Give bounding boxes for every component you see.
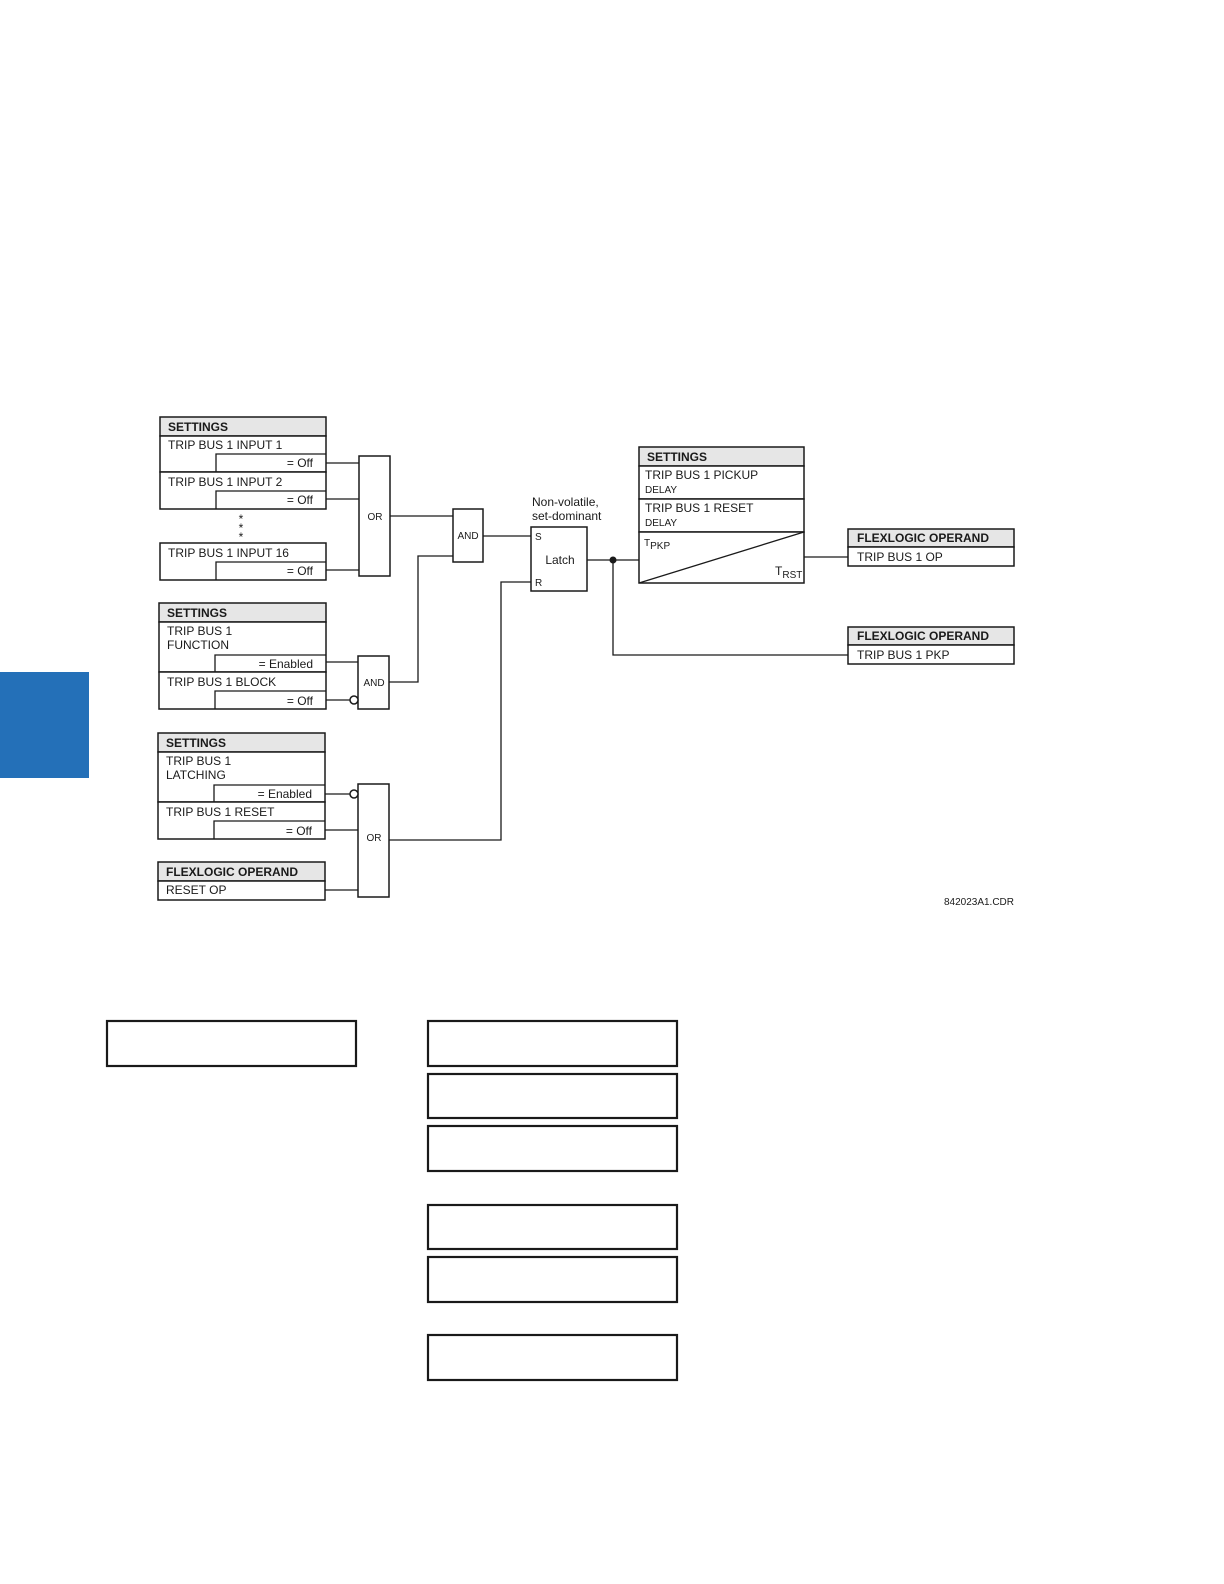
settings-header: SETTINGS: [167, 606, 227, 620]
and-gate-label: AND: [363, 678, 384, 689]
input16-value: = Off: [287, 564, 314, 578]
latch-set-pin: S: [535, 532, 542, 543]
operand-value: TRIP BUS 1 OP: [857, 550, 943, 564]
reset-delay-line1: TRIP BUS 1 RESET: [645, 501, 754, 515]
settings-header: SETTINGS: [647, 450, 707, 464]
function-label-line1: TRIP BUS 1: [167, 624, 232, 638]
reset-label: TRIP BUS 1 RESET: [166, 805, 275, 819]
menu-box: [426, 1124, 679, 1173]
settings-function-block: SETTINGS TRIP BUS 1 FUNCTION = Enabled T…: [158, 602, 327, 710]
operand-value: RESET OP: [166, 883, 226, 897]
latch-note-line2: set-dominant: [532, 509, 602, 523]
tpkp-label: TPKP: [644, 538, 670, 552]
block-label: TRIP BUS 1 BLOCK: [167, 675, 276, 689]
block-value: = Off: [287, 694, 314, 708]
function-value: = Enabled: [259, 657, 313, 671]
settings-timer-block: SETTINGS TRIP BUS 1 PICKUP DELAY TRIP BU…: [638, 446, 805, 584]
chapter-side-tab: [0, 672, 89, 778]
ellipsis-star: *: [239, 530, 244, 544]
figure-code: 842023A1.CDR: [944, 897, 1014, 908]
operand-header: FLEXLOGIC OPERAND: [166, 865, 298, 879]
latch-block: S Latch R: [530, 526, 588, 592]
and-gate-label: AND: [457, 531, 478, 542]
input2-value: = Off: [287, 493, 314, 507]
or-gate-reset: OR: [357, 783, 390, 898]
menu-box: [426, 1072, 679, 1120]
reset-value: = Off: [286, 824, 313, 838]
latching-value: = Enabled: [258, 787, 312, 801]
inverter-bubble: [349, 789, 359, 799]
operand-header: FLEXLOGIC OPERAND: [857, 629, 989, 643]
menu-box: [426, 1333, 679, 1382]
reset-delay-line2: DELAY: [645, 518, 677, 529]
input1-value: = Off: [287, 456, 314, 470]
input2-label: TRIP BUS 1 INPUT 2: [168, 475, 283, 489]
latching-row: [157, 751, 326, 803]
operand-reset-block: FLEXLOGIC OPERAND RESET OP: [157, 861, 326, 901]
latch-note-line1: Non-volatile,: [532, 495, 599, 509]
settings-inputs-block: SETTINGS TRIP BUS 1 INPUT 1 = Off TRIP B…: [159, 416, 327, 581]
operand-op-block: FLEXLOGIC OPERAND TRIP BUS 1 OP: [847, 528, 1015, 567]
latching-label-line2: LATCHING: [166, 768, 226, 782]
or-gate-label: OR: [367, 833, 382, 844]
menu-box: [426, 1203, 679, 1251]
menu-box: [426, 1255, 679, 1304]
input1-label: TRIP BUS 1 INPUT 1: [168, 438, 283, 452]
and-gate-enable: AND: [357, 655, 390, 710]
latch-label: Latch: [545, 553, 574, 567]
ellipsis-star: *: [239, 512, 244, 526]
settings-header: SETTINGS: [168, 420, 228, 434]
inverter-bubble: [349, 695, 359, 705]
menu-box-left: [105, 1019, 358, 1068]
pickup-delay-line2: DELAY: [645, 485, 677, 496]
function-label-line2: FUNCTION: [167, 638, 229, 652]
operand-row: [847, 546, 1015, 567]
operand-row: [847, 644, 1015, 665]
operand-value: TRIP BUS 1 PKP: [857, 648, 949, 662]
ellipsis-star: *: [239, 521, 244, 535]
settings-header: SETTINGS: [166, 736, 226, 750]
operand-header: FLEXLOGIC OPERAND: [857, 531, 989, 545]
input16-label: TRIP BUS 1 INPUT 16: [168, 546, 289, 560]
operand-pkp-block: FLEXLOGIC OPERAND TRIP BUS 1 PKP: [847, 626, 1015, 665]
or-gate-label: OR: [368, 512, 383, 523]
timer-ramp: [638, 531, 805, 584]
latching-label-line1: TRIP BUS 1: [166, 754, 231, 768]
latch-reset-pin: R: [535, 578, 542, 589]
trst-label: TRST: [775, 564, 802, 581]
settings-latching-block: SETTINGS TRIP BUS 1 LATCHING = Enabled T…: [157, 732, 326, 840]
menu-box: [426, 1019, 679, 1068]
function-row: [158, 621, 327, 673]
pickup-delay-row: [638, 465, 805, 500]
and-gate-main: AND: [452, 508, 484, 563]
pickup-delay-line1: TRIP BUS 1 PICKUP: [645, 468, 758, 482]
or-gate-inputs: OR: [358, 455, 391, 577]
